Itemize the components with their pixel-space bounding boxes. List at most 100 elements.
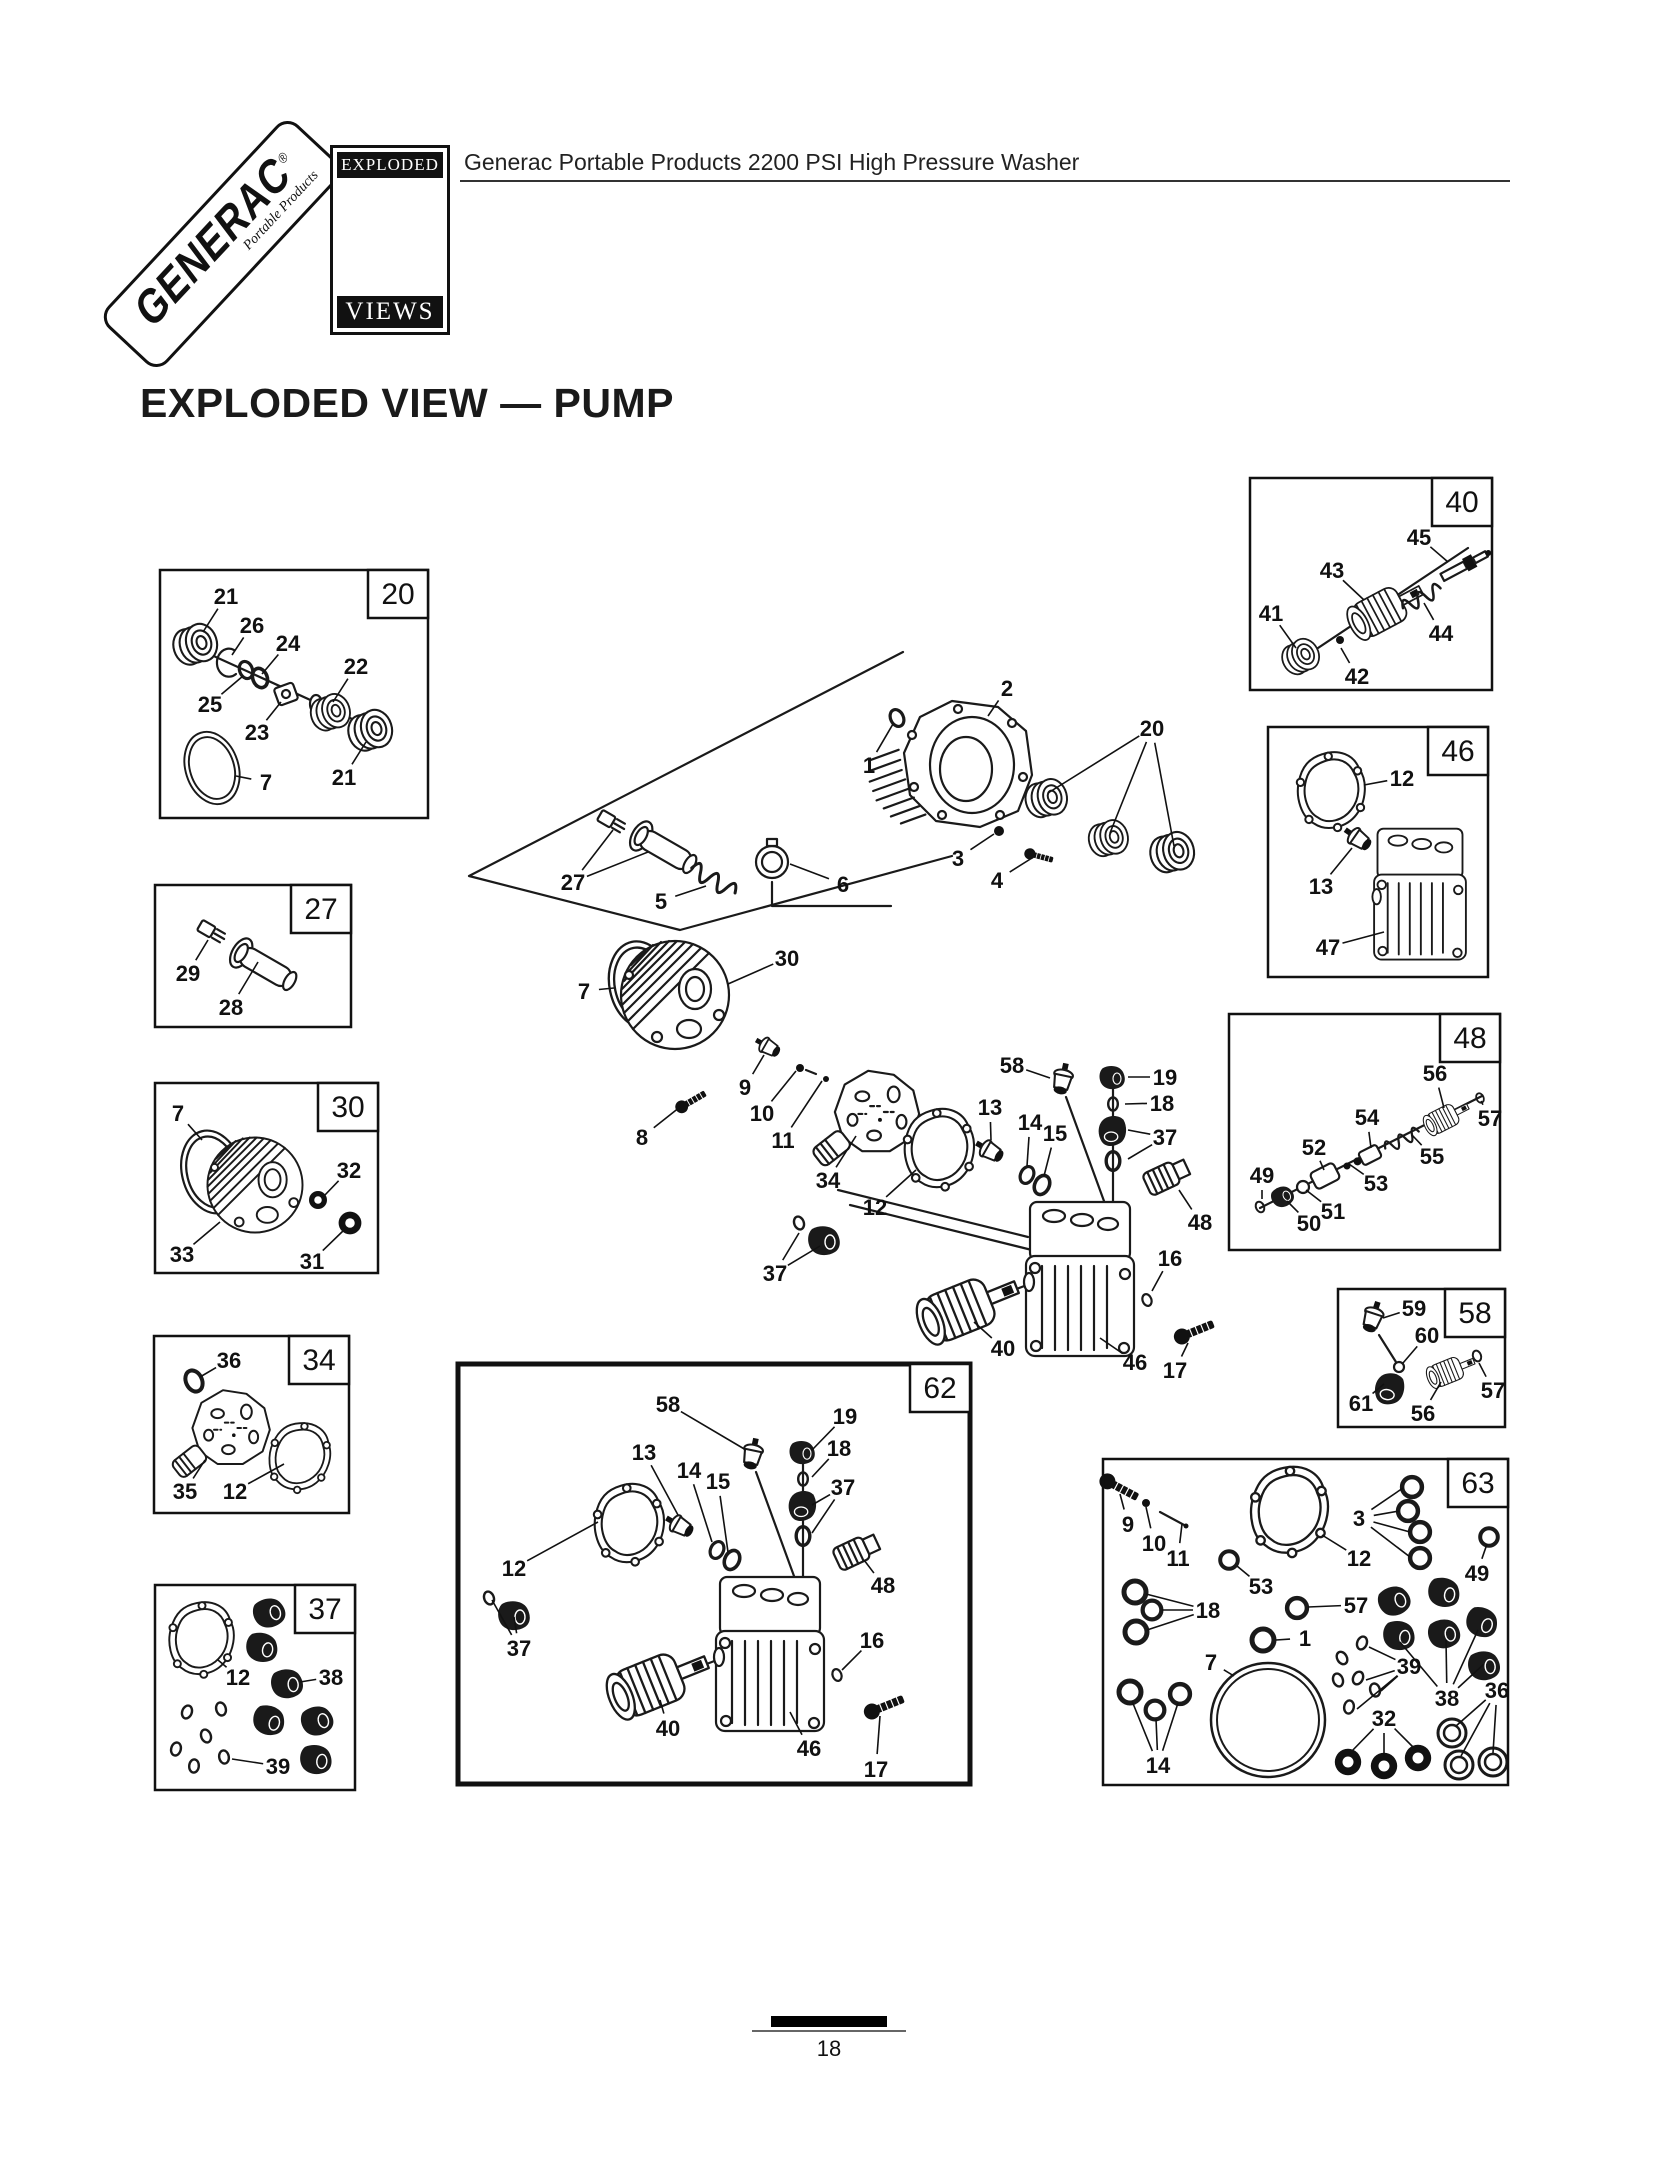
callout-40: 40 [973,1321,1015,1361]
part-3-oring [1398,1501,1418,1521]
callout-27: 27 [561,829,649,895]
callout-23: 23 [245,701,282,745]
footer-line [752,2030,906,2032]
badge-bottom-label: VIEWS [337,296,443,328]
callout-13: 13 [1309,847,1353,899]
part-60-ball [1392,1360,1406,1374]
part-28-tube [624,816,704,882]
part-1-ring [1252,1629,1274,1651]
box-46-art [1292,748,1467,961]
callout-37: 37 [1127,1125,1177,1160]
callout-55: 55 [1411,1134,1444,1169]
part-59-valve [1358,1297,1388,1336]
svg-text:39: 39 [1397,1654,1421,1679]
svg-text:58: 58 [1000,1053,1024,1078]
part-18-ring [1125,1621,1147,1643]
svg-text:12: 12 [502,1556,526,1581]
svg-text:13: 13 [978,1095,1002,1120]
callout-51: 51 [1305,1189,1345,1224]
svg-text:40: 40 [656,1716,680,1741]
callout-18: 18 [1145,1593,1220,1631]
part-39-oring [216,1748,232,1766]
callout-53: 53 [1236,1565,1273,1599]
detail-box-27-label: 27 [304,893,337,926]
callout-7: 7 [172,1101,203,1141]
part-56-plunger [1419,1095,1474,1139]
callout-13: 13 [632,1440,679,1516]
part-11-pin [823,1076,829,1082]
callout-18: 18 [811,1436,851,1478]
svg-text:59: 59 [1402,1296,1426,1321]
part-12-gasket [168,1601,235,1679]
svg-text:53: 53 [1249,1574,1273,1599]
detail-box-62-tag [908,1362,972,1414]
callout-7: 7 [1205,1650,1235,1677]
callout-12: 12 [863,1169,917,1220]
svg-text:23: 23 [245,720,269,745]
svg-text:17: 17 [1163,1358,1187,1383]
callout-43: 43 [1320,558,1365,601]
part-3-oring [1410,1522,1430,1542]
callout-48: 48 [863,1559,895,1598]
detail-box-37-frame [153,1583,357,1792]
part-10-fitting [1142,1499,1150,1507]
svg-text:8: 8 [636,1125,648,1150]
callout-37: 37 [763,1232,821,1286]
detail-box-34-tag [287,1334,351,1386]
box-27-art [195,918,304,999]
callout-39: 39 [231,1754,290,1779]
page-title: EXPLODED VIEW — PUMP [140,380,674,426]
part-36-seal [1443,1749,1475,1781]
callout-21: 21 [332,741,367,790]
callout-20: 20 [1047,716,1175,847]
callout-10: 10 [750,1070,797,1126]
detail-box-37-tag [293,1583,357,1635]
part-42-ball [1336,636,1344,644]
part-38-cap [1373,1580,1416,1622]
part-38-cap [297,1701,338,1741]
callout-25: 25 [198,675,244,717]
callout-29: 29 [176,939,209,986]
part-20-cap [1084,816,1133,861]
callout-61: 61 [1349,1383,1385,1416]
part-38-cap [297,1742,335,1777]
svg-text:46: 46 [797,1736,821,1761]
callout-9: 9 [739,1054,765,1100]
svg-text:40: 40 [991,1336,1015,1361]
callout-14: 14 [677,1458,713,1543]
part-7-oring-large [1209,1661,1327,1779]
svg-text:61: 61 [1349,1391,1373,1416]
part-13-valve [1339,821,1376,856]
svg-text:48: 48 [871,1573,895,1598]
callout-12: 12 [217,1659,250,1690]
part-29-pin [195,918,229,946]
callout-28: 28 [219,961,259,1020]
callout-38: 38 [1399,1629,1485,1711]
part-36-seal [180,1365,208,1397]
callout-19: 19 [811,1404,857,1451]
callout-7: 7 [235,770,272,795]
detail-box-34-label: 34 [302,1344,335,1377]
svg-text:42: 42 [1345,664,1369,689]
svg-text:29: 29 [176,961,200,986]
detail-box-62-label: 62 [923,1372,956,1405]
callout-33: 33 [170,1221,221,1267]
svg-text:25: 25 [198,692,222,717]
detail-box-46-frame [1266,725,1490,979]
callout-54: 54 [1355,1105,1380,1149]
part-12-gasket [1249,1465,1330,1559]
part-39-oring [198,1726,214,1746]
page-number: 18 [816,2036,842,2061]
footer-bar [771,2016,887,2027]
svg-text:47: 47 [1316,935,1340,960]
detail-box-34-frame [152,1334,351,1515]
part-38-cap [1424,1615,1464,1652]
part-34-valve-plate [810,1069,921,1169]
callout-16: 16 [1151,1246,1182,1292]
detail-box-63-tag [1446,1457,1510,1509]
part-26-clip [215,647,238,678]
svg-text:14: 14 [1146,1753,1171,1778]
